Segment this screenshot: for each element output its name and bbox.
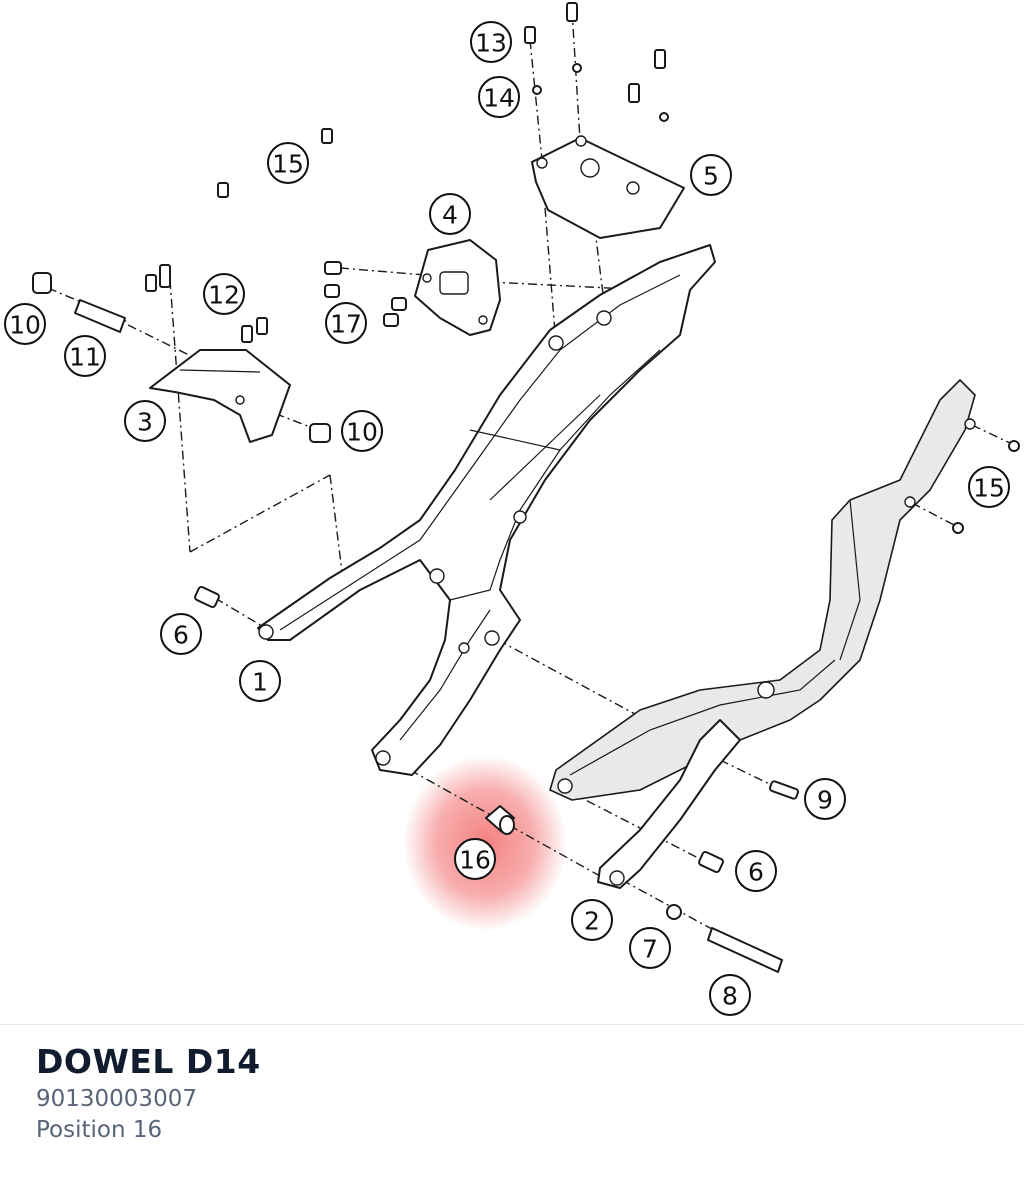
callout-circle [239,660,281,702]
callout-6[interactable]: 6 [735,850,777,892]
callout-circle [160,613,202,655]
callout-circle [4,303,46,345]
exploded-parts-diagram: 13 14 15 5 4 12 10 17 11 3 10 15 6 1 9 16 6 2 7 8 [4,2,1020,1016]
callout-label: 10 [9,311,41,340]
callout-8[interactable]: 8 [709,974,751,1016]
callout-label: 8 [722,982,738,1011]
callout-16[interactable]: 16 [454,838,496,880]
callout-1[interactable]: 1 [239,660,281,702]
part-position: Position 16 [36,1117,163,1143]
callout-label: 7 [642,935,658,964]
callout-4[interactable]: 4 [429,193,471,235]
callout-circle [804,778,846,820]
part-title: DOWEL D14 [36,1042,261,1081]
callout-15[interactable]: 15 [267,142,309,184]
callout-label: 12 [208,281,240,310]
callout-labels: 13 14 15 5 4 12 10 17 11 3 10 15 6 1 9 16 6 2 7 8 [4,21,1010,1016]
callout-label: 10 [346,418,378,447]
callout-6[interactable]: 6 [160,613,202,655]
callout-9[interactable]: 9 [804,778,846,820]
bracket-4 [414,239,501,336]
callout-label: 17 [330,310,362,339]
callout-circle [325,302,367,344]
callout-circle [735,850,777,892]
callout-10[interactable]: 10 [341,410,383,452]
callout-circle [429,193,471,235]
callout-label: 2 [584,907,600,936]
callout-circle [968,466,1010,508]
callout-label: 15 [272,150,304,179]
callout-label: 11 [69,343,101,372]
callout-5[interactable]: 5 [690,154,732,196]
callout-circle [64,335,106,377]
callout-circle [341,410,383,452]
callout-7[interactable]: 7 [629,927,671,969]
bracket-3 [149,349,291,443]
callout-14[interactable]: 14 [478,76,520,118]
callout-13[interactable]: 13 [470,21,512,63]
callout-17[interactable]: 17 [325,302,367,344]
callout-circle [267,142,309,184]
sub-frame [549,379,976,889]
callout-circle [203,273,245,315]
bracket-5 [531,135,685,239]
callout-circle [571,899,613,941]
callout-label: 1 [252,668,268,697]
callout-circle [478,76,520,118]
callout-circle [709,974,751,1016]
callout-circle [690,154,732,196]
callout-3[interactable]: 3 [124,400,166,442]
callout-label: 16 [459,846,491,875]
callout-label: 4 [442,201,458,230]
callout-label: 14 [483,84,515,113]
callout-circle [124,400,166,442]
callout-label: 6 [173,621,189,650]
callout-circle [629,927,671,969]
callout-label: 9 [817,786,833,815]
hardware [32,2,1020,973]
callout-12[interactable]: 12 [203,273,245,315]
callout-10[interactable]: 10 [4,303,46,345]
dowel-d14[interactable] [485,805,515,835]
main-frame [257,244,716,776]
callout-label: 3 [137,408,153,437]
callout-circle [470,21,512,63]
callout-label: 13 [475,29,507,58]
callout-label: 15 [973,474,1005,503]
divider [0,1024,1024,1025]
callout-label: 6 [748,858,764,887]
part-number: 90130003007 [36,1086,197,1112]
callout-11[interactable]: 11 [64,335,106,377]
callout-label: 5 [703,162,719,191]
callout-2[interactable]: 2 [571,899,613,941]
callout-15[interactable]: 15 [968,466,1010,508]
callout-circle [454,838,496,880]
part-info-panel: DOWEL D14 90130003007 Position 16 [36,1040,261,1146]
